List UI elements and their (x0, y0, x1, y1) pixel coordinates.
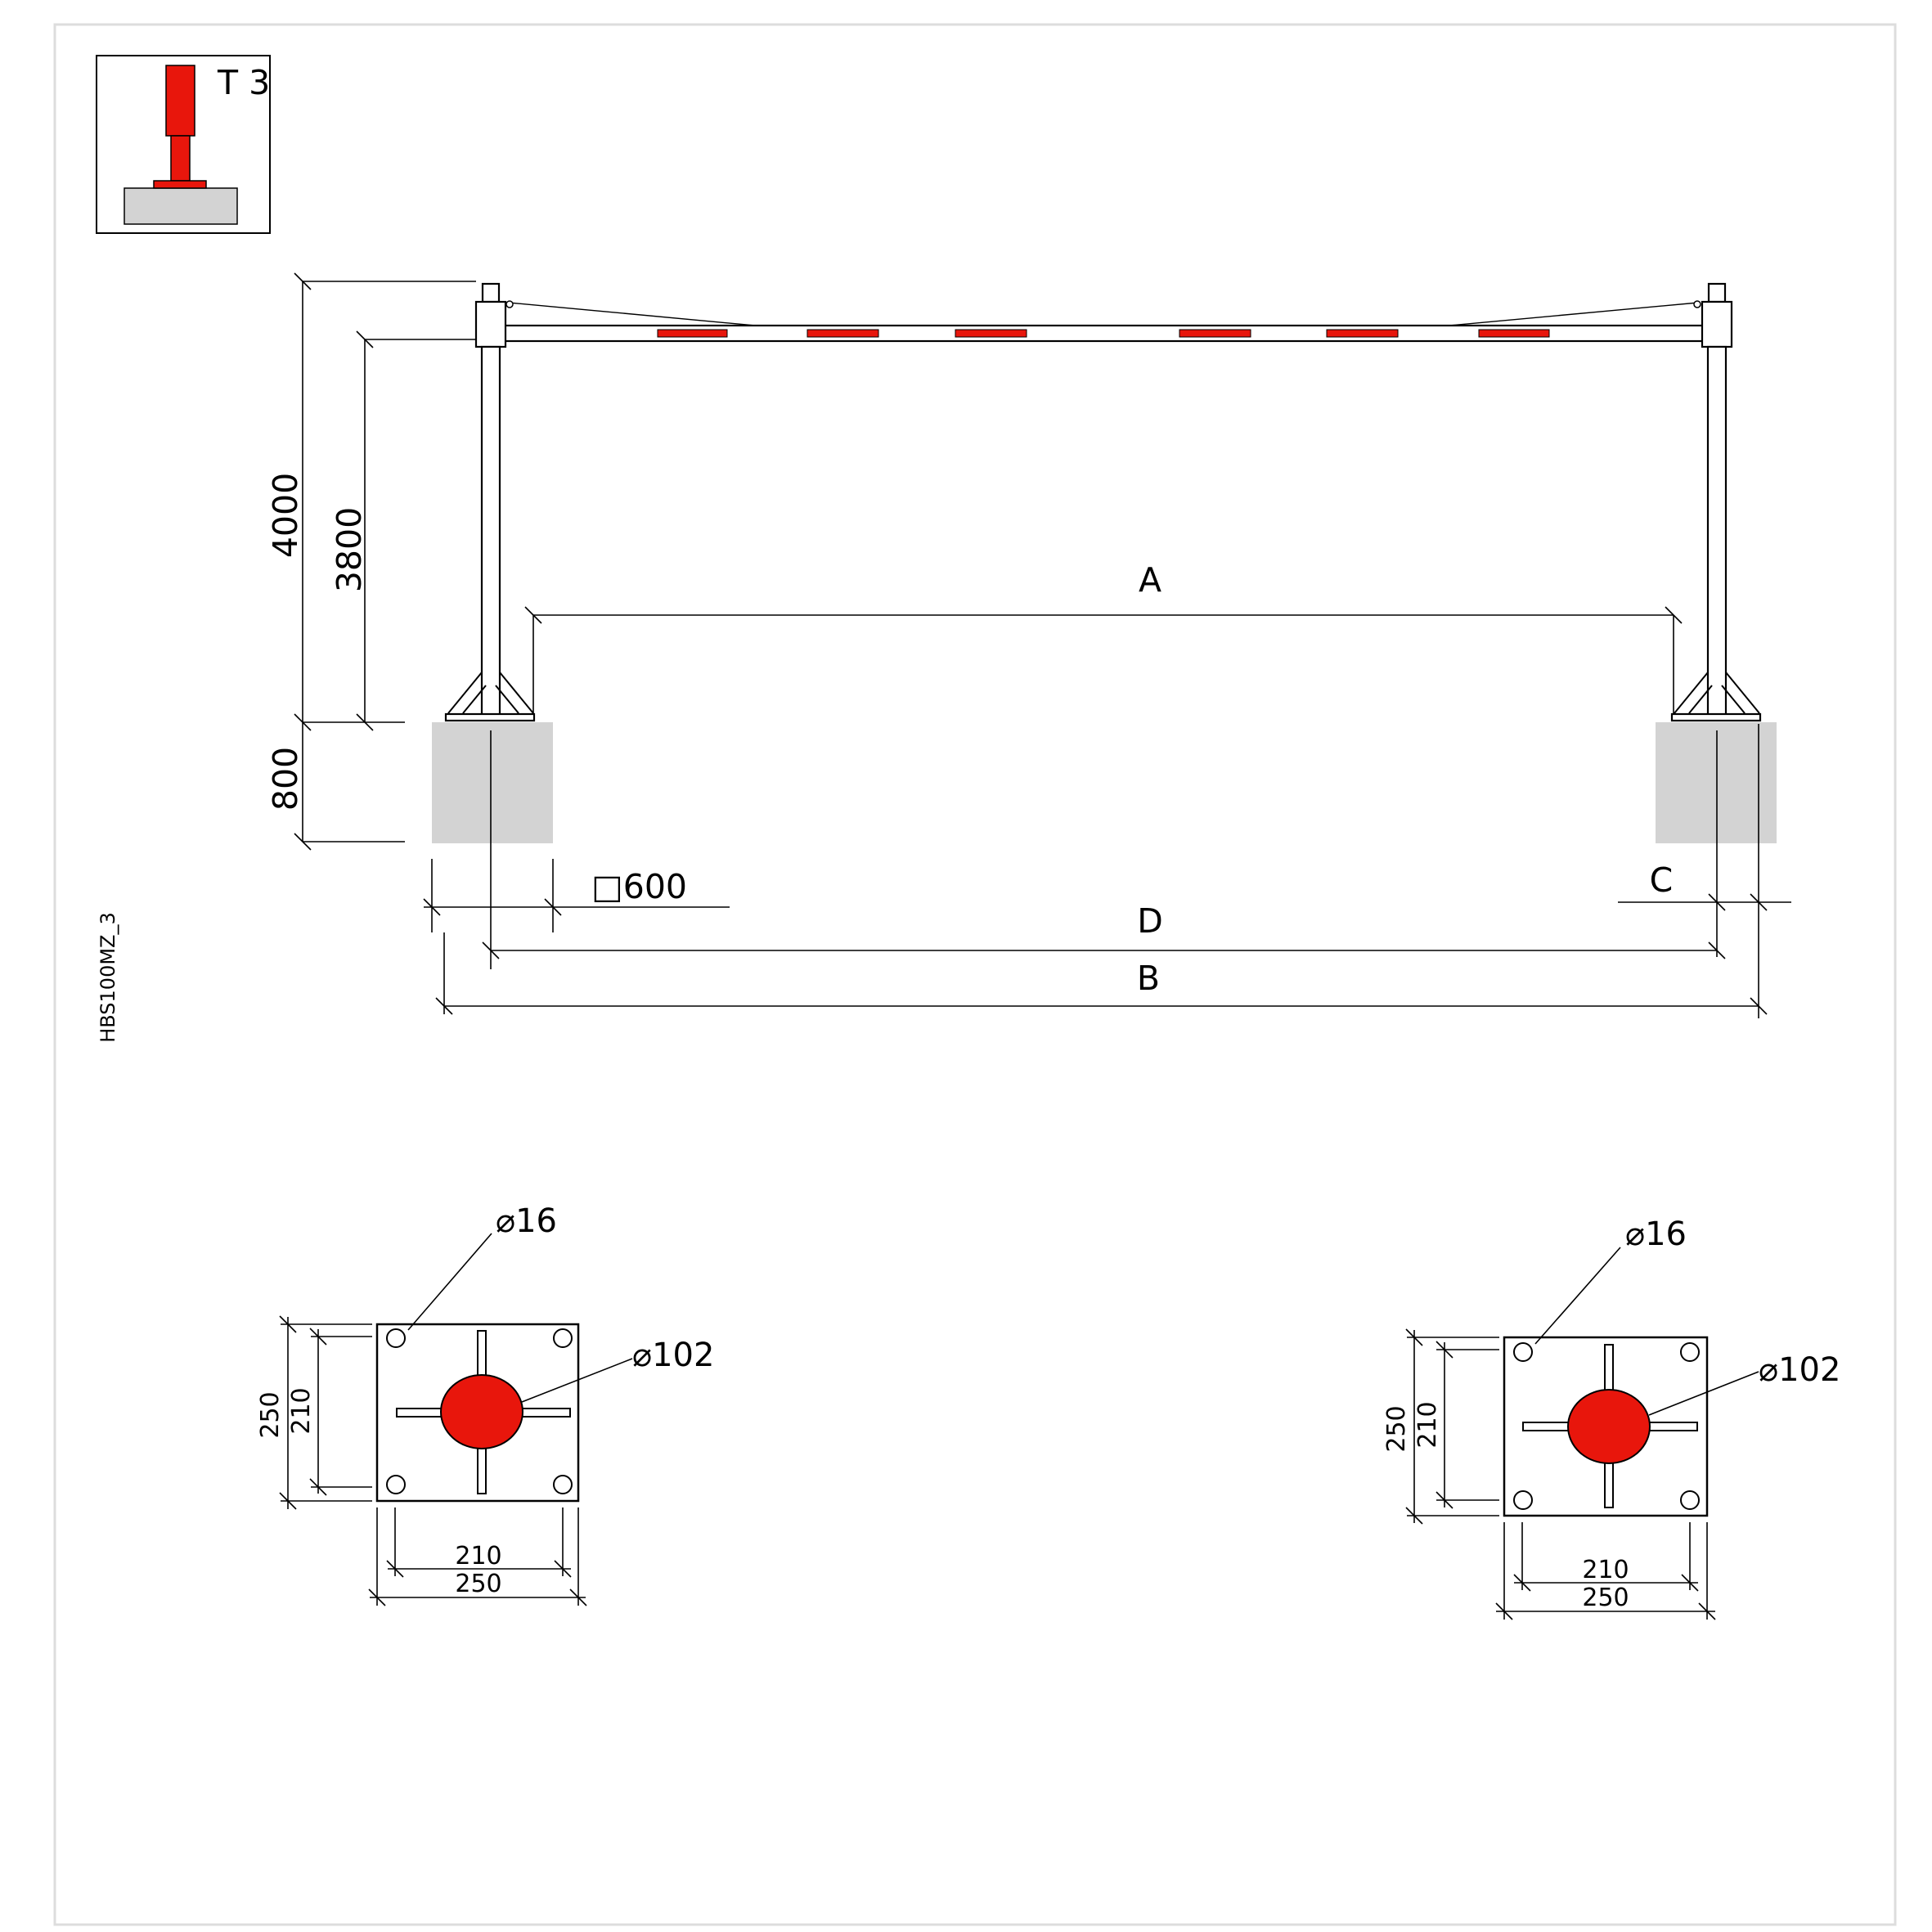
reflector (657, 329, 728, 338)
dim-overhang: C (1618, 724, 1791, 1018)
icon-plate (153, 180, 207, 189)
bolt-hole (1680, 1342, 1700, 1362)
plate-height-inner: 210 (1413, 1401, 1442, 1448)
elevation-view: 4000 800 3800 A □600 (266, 272, 1791, 1018)
reflector (806, 329, 879, 338)
icon-post-lower (170, 135, 191, 182)
post-diameter-label: ⌀102 (632, 1337, 714, 1374)
dim-post-center-label: D (1137, 901, 1163, 941)
rib (477, 1330, 487, 1377)
plate-width-outer: 250 (1582, 1584, 1629, 1612)
dim-clear-width-label: A (1139, 560, 1161, 600)
bolt-hole (1513, 1490, 1533, 1510)
plate-height-inner: 210 (287, 1387, 316, 1434)
barrier-post-icon: T 3 (96, 55, 271, 234)
plate-height-outer: 250 (256, 1391, 285, 1438)
hole-diameter-label: ⌀16 (1625, 1215, 1687, 1253)
plate-width-outer: 250 (455, 1570, 501, 1598)
base-plate-right: ⌀16 ⌀102 250 210 210 250 (1382, 1215, 1840, 1620)
rib (1604, 1461, 1614, 1508)
icon-base (124, 187, 238, 225)
sheet-frame (53, 23, 1897, 1926)
rib (396, 1408, 443, 1418)
bolt-hole (553, 1328, 573, 1348)
post-right (1670, 282, 1762, 722)
plate-width-inner: 210 (455, 1542, 501, 1570)
plate-height-outer: 250 (1382, 1405, 1411, 1452)
dim-foundation-depth-label: 800 (266, 747, 305, 811)
dim-total-height-label: 4000 (266, 473, 305, 558)
dim-overhang-label: C (1650, 860, 1674, 900)
dim-clear-width: A (524, 560, 1683, 713)
foundation-right (1656, 722, 1777, 843)
foundation-left (432, 722, 553, 843)
dim-foundation-size: □600 (423, 859, 730, 932)
dim-post-center: D (482, 901, 1726, 959)
rib (1522, 1422, 1570, 1431)
bracing-wire-left (508, 302, 774, 328)
bracing-wire-right (1431, 302, 1699, 328)
post-section (1567, 1389, 1651, 1464)
post-section (440, 1374, 523, 1449)
rib (1604, 1344, 1614, 1391)
reflector (1326, 329, 1399, 338)
base-plate-left: ⌀16 ⌀102 250 210 210 250 (256, 1202, 714, 1606)
dim-beam-height: 3800 (330, 330, 476, 731)
icon-post-upper (165, 65, 195, 137)
rib (520, 1408, 571, 1418)
reflector (1179, 329, 1251, 338)
sheet-code: HBS100MZ_3 (97, 912, 119, 1043)
rib (1647, 1422, 1698, 1431)
dim-total-height: 4000 800 (266, 272, 476, 851)
dim-beam-height-label: 3800 (330, 507, 369, 592)
plate-width-inner: 210 (1582, 1556, 1629, 1584)
bolt-hole (1513, 1342, 1533, 1362)
bolt-hole (386, 1475, 406, 1494)
bolt-hole (553, 1475, 573, 1494)
bolt-hole (386, 1328, 406, 1348)
hole-diameter-label: ⌀16 (496, 1202, 557, 1240)
dim-overall-width-label: B (1137, 959, 1160, 998)
icon-label: T 3 (217, 63, 270, 102)
reflector (1478, 329, 1550, 338)
dim-overall-width: B (435, 932, 1768, 1015)
bolt-hole (1680, 1490, 1700, 1510)
reflector (955, 329, 1027, 338)
post-diameter-label: ⌀102 (1759, 1351, 1840, 1389)
reflective-strips (657, 329, 1550, 338)
post-left (444, 282, 536, 722)
dim-foundation-size-label: □600 (591, 867, 687, 906)
rib (477, 1447, 487, 1494)
